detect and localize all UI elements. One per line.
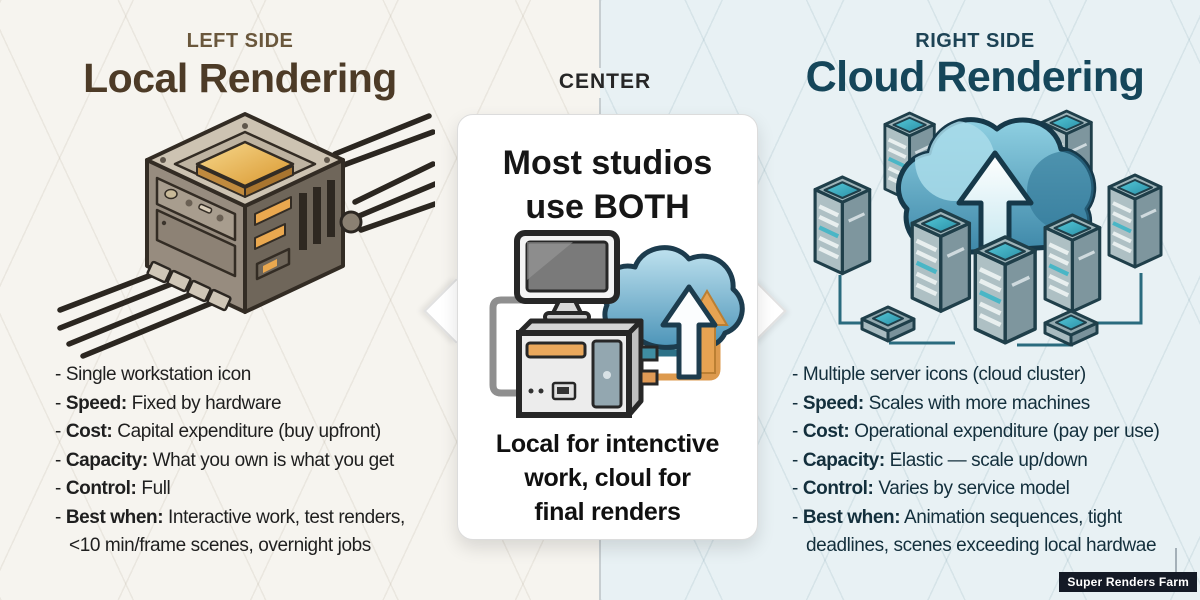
card-caption: Local for intenctive work, cloul for fin… bbox=[458, 427, 757, 529]
list-item: - Cost: Operational expenditure (pay per… bbox=[792, 421, 1160, 442]
center-divider-line-top bbox=[599, 0, 601, 68]
monitor-icon bbox=[514, 230, 620, 323]
workstation-box bbox=[145, 112, 363, 314]
cursor-line bbox=[1175, 548, 1177, 573]
right-section-kicker: RIGHT SIDE bbox=[915, 30, 1035, 52]
list-item: - Control: Full bbox=[55, 478, 171, 499]
caption-line3: final renders bbox=[534, 498, 681, 526]
computer-to-cloud-upload-icon bbox=[489, 230, 745, 418]
list-item: - Cost: Capital expenditure (buy upfront… bbox=[55, 421, 381, 442]
list-item: - Capacity: Elastic — scale up/down bbox=[792, 449, 1088, 471]
white-upload-arrow-icon bbox=[660, 284, 718, 380]
list-item: - Speed: Scales with more machines bbox=[792, 392, 1090, 414]
workstation-cables bbox=[57, 113, 435, 359]
cloud-rendering-list: - Multiple server icons (cloud cluster) … bbox=[792, 361, 1160, 561]
center-summary-card: Most studios use BOTH bbox=[457, 114, 758, 540]
orange-cable bbox=[651, 325, 721, 381]
cloud-server-cluster-icon bbox=[805, 109, 1163, 347]
right-section-title: Cloud Rendering bbox=[805, 53, 1145, 101]
list-item: - Control: Varies by service model bbox=[792, 478, 1070, 499]
list-item: - Single workstation icon bbox=[55, 364, 251, 385]
list-item: - Speed: Fixed by hardware bbox=[55, 392, 282, 414]
caption-line1: Local for intenctive bbox=[495, 430, 720, 458]
gray-cable bbox=[489, 296, 560, 397]
list-item: - Capacity: What you own is what you get bbox=[55, 449, 394, 471]
cpu-chip-icon bbox=[195, 140, 295, 198]
cable-connectors bbox=[146, 260, 232, 312]
caption-line2: work, cloul for bbox=[524, 464, 691, 492]
local-rendering-list: - Single workstation icon - Speed: Fixed… bbox=[55, 361, 405, 561]
headline-line1: Most studios bbox=[502, 144, 713, 182]
list-item: - Best when: Interactive work, test rend… bbox=[55, 506, 405, 557]
list-item: - Multiple server icons (cloud cluster) bbox=[792, 364, 1086, 385]
headline-line2: use BOTH bbox=[525, 188, 690, 226]
left-section-title: Local Rendering bbox=[83, 55, 397, 101]
workstation-cube-icon bbox=[57, 112, 435, 359]
card-headline: Most studios use BOTH bbox=[458, 141, 757, 229]
desktop-tower-icon bbox=[516, 318, 659, 418]
left-section-kicker: LEFT SIDE bbox=[186, 30, 294, 52]
watermark-badge: Super Renders Farm bbox=[1059, 572, 1197, 592]
center-section-kicker: CENTER bbox=[558, 70, 652, 93]
